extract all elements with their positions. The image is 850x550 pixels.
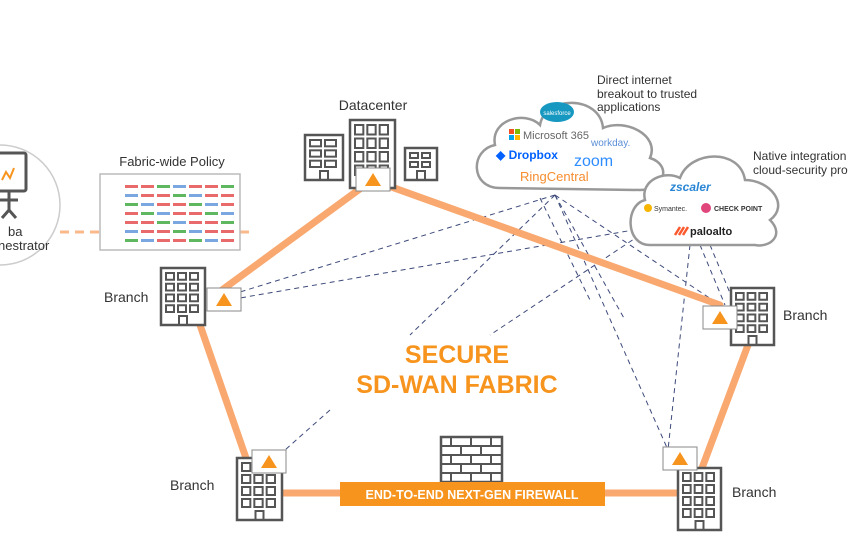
paloalto-text: paloalto (690, 226, 732, 238)
policy-table-thumbnail (99, 173, 241, 251)
orchestrator: ba nestrator (0, 144, 61, 266)
building-icon (676, 466, 723, 532)
symantec-text: Symantec. (654, 206, 687, 213)
building-icon (303, 133, 345, 182)
edge-gateway-icon (662, 446, 698, 471)
policy-title: Fabric-wide Policy (119, 154, 225, 169)
saas-caption: Direct internet breakout to trusted appl… (597, 73, 700, 114)
branch-label: Branch (170, 477, 214, 493)
datacenter-building-icon (303, 118, 439, 192)
datacenter-label: Datacenter (339, 97, 408, 113)
microsoft-logo (509, 129, 520, 140)
security-cloud: zscaler Symantec. CHECK POINT paloalto (629, 155, 780, 247)
fabric-title-1: SECURE (405, 341, 509, 369)
firewall-banner (340, 482, 605, 506)
edge-gateway-icon (355, 167, 391, 192)
brick-wall-icon (439, 435, 504, 484)
zoom-logo: zoom (574, 153, 613, 170)
edge-gateway-icon (251, 449, 287, 474)
branch-label: Branch (732, 484, 776, 500)
security-caption: Native integration cloud-security pro (753, 149, 850, 177)
workday-logo: workday. (590, 138, 630, 149)
ringcentral-logo: RingCentral (520, 169, 589, 184)
orchestrator-label-2: nestrator (0, 238, 50, 253)
checkpoint-logo (701, 203, 711, 213)
edge-gateway-icon (702, 305, 738, 330)
branch-label: Branch (104, 289, 148, 305)
salesforce-logo (540, 102, 574, 122)
zscaler-logo: zscaler (669, 180, 712, 194)
checkpoint-text: CHECK POINT (714, 206, 763, 213)
salesforce-text: salesforce (543, 111, 571, 117)
building-icon (159, 266, 207, 327)
symantec-logo (644, 204, 652, 212)
edge-gateway-icon (206, 287, 242, 312)
monitor-icon (0, 151, 28, 219)
building-icon (403, 146, 439, 182)
fabric-title-2: SD-WAN FABRIC (356, 371, 557, 399)
building-icon (235, 456, 284, 522)
orchestrator-label-1: ba (8, 224, 23, 239)
branch-label: Branch (783, 307, 827, 323)
firewall-label: END-TO-END NEXT-GEN FIREWALL (366, 488, 579, 502)
dropbox-logo: ◆ Dropbox (495, 148, 558, 162)
microsoft-text: Microsoft 365 (523, 130, 589, 142)
saas-cloud: salesforce Microsoft 365 workday. ◆ Drop… (475, 101, 665, 192)
paloalto-logo (673, 226, 690, 236)
